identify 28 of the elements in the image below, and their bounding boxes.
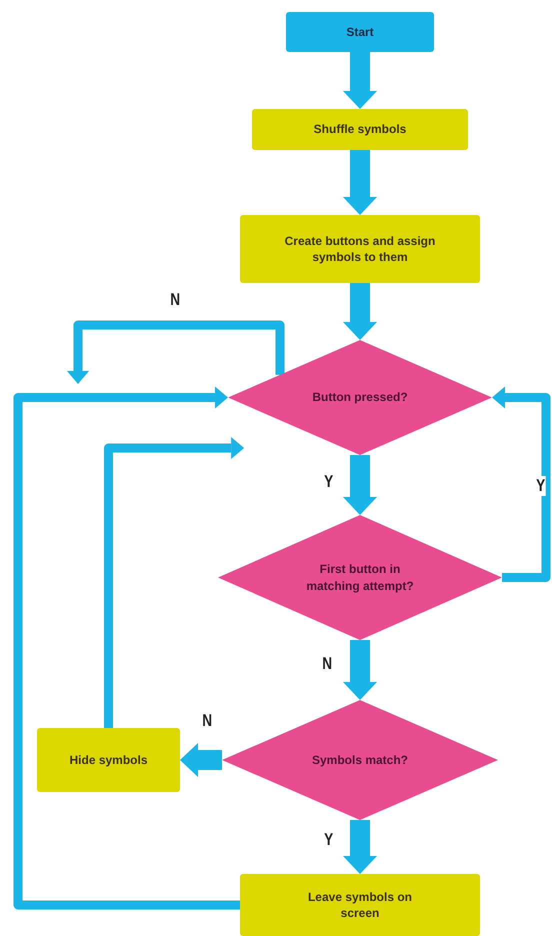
flow-arrow bbox=[492, 386, 550, 582]
flow-arrow bbox=[343, 283, 377, 340]
decision-diamond bbox=[222, 700, 498, 820]
decision-diamond bbox=[228, 340, 492, 455]
flow-arrow bbox=[343, 52, 377, 109]
decision-diamond bbox=[218, 515, 502, 640]
flow-arrow bbox=[343, 455, 377, 515]
decision-text: Symbols match? bbox=[312, 752, 408, 768]
flow-arrow bbox=[343, 820, 377, 874]
process-box bbox=[37, 728, 180, 792]
start-box bbox=[286, 12, 434, 52]
step-text: Shuffle symbols bbox=[314, 121, 406, 138]
flow-arrow bbox=[343, 640, 377, 700]
step-text: Leave symbols on screen bbox=[306, 888, 414, 922]
flow-arrow bbox=[14, 386, 240, 910]
process-box bbox=[240, 874, 480, 936]
decision-text: First button in matching attempt? bbox=[305, 561, 415, 594]
process-box bbox=[252, 109, 468, 150]
step-text: Create buttons and assign symbols to them bbox=[284, 232, 436, 266]
flow-arrow bbox=[343, 150, 377, 215]
step-text: Start bbox=[346, 24, 374, 40]
step-text: Hide symbols bbox=[69, 752, 148, 768]
decision-text: Button pressed? bbox=[312, 389, 408, 406]
flow-arrow bbox=[104, 436, 244, 728]
process-box bbox=[240, 215, 480, 283]
flow-arrow bbox=[67, 320, 284, 384]
edge-label: Y bbox=[535, 476, 546, 496]
flow-arrow bbox=[180, 743, 222, 777]
